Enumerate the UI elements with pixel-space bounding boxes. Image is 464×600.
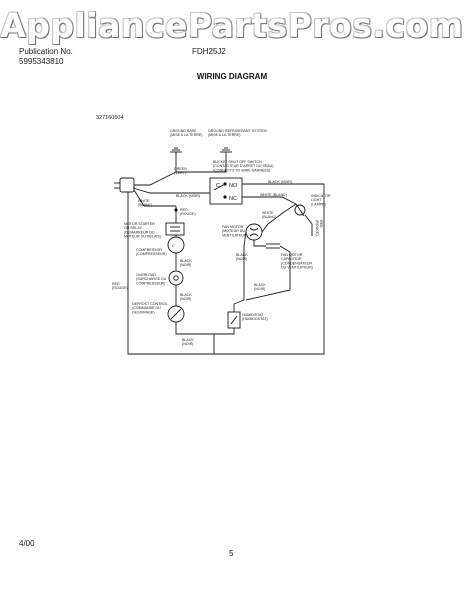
part-number: 327160504 xyxy=(96,115,124,121)
label-red-top: RED(ROUGE) xyxy=(180,208,196,216)
label-black-d: BLACK(NOIR) xyxy=(254,283,266,291)
wire-capacitor xyxy=(253,240,266,247)
label-green: GREEN(VERT) xyxy=(174,167,187,175)
wire-defrost-return xyxy=(175,322,215,340)
watermark-logo: AppliancePartsPros.com xyxy=(0,6,464,45)
motor-starter-relay xyxy=(165,222,185,236)
power-plug-icon xyxy=(114,177,135,193)
ground-refrigerant-symbol xyxy=(220,147,232,160)
label-black-a: BLACK(NOIR) xyxy=(180,259,192,267)
label-red-right: RED(ROUGE) xyxy=(315,220,323,236)
wire-indicator xyxy=(304,214,313,236)
wire-black-c xyxy=(233,231,247,305)
wire-white-left xyxy=(133,189,176,207)
label-black-c: BLACK(NOIR) xyxy=(236,253,248,261)
footer-date: 4/00 xyxy=(19,539,35,548)
humidistat-icon xyxy=(227,311,241,329)
defrost-control-icon xyxy=(167,305,185,323)
label-ground-base: GROUND BASE(MISE A LA TERRE) xyxy=(170,129,203,137)
label-black-b: BLACK(NOIR) xyxy=(180,293,192,301)
label-white-top: WHITE (BLANC) xyxy=(260,193,287,197)
wire-black-top xyxy=(213,183,325,355)
bucket-switch xyxy=(209,177,243,205)
fan-motor-capacitor-icon xyxy=(266,243,280,249)
indicator-light-icon xyxy=(294,203,306,217)
label-white-left: WHITE(BLANC) xyxy=(138,199,152,207)
label-black-top: BLACK (NOIR) xyxy=(268,180,292,184)
label-compressor: COMPRESSOR(COMPRESSEUR) xyxy=(136,248,167,256)
junction xyxy=(174,208,178,212)
wire-black-d xyxy=(245,245,291,301)
publication-number: 5995343810 xyxy=(19,57,64,66)
model-number: FDH25J2 xyxy=(192,47,226,56)
switch-nc: NC xyxy=(229,196,237,202)
page-title: WIRING DIAGRAM xyxy=(196,72,268,81)
publication-label: Publication No. xyxy=(19,47,73,56)
page-number: 5 xyxy=(229,549,234,558)
ground-base-symbol xyxy=(170,147,182,160)
label-white-mid: WHITE(BLANC) xyxy=(262,211,276,219)
label-humidistat: HUMIDISTAT(HUMIDOSTAT) xyxy=(242,313,268,321)
overload-icon xyxy=(168,270,184,286)
switch-no: NO xyxy=(229,183,238,189)
wire-ground-refrigerant xyxy=(176,160,227,173)
wire-white-top xyxy=(242,196,297,205)
label-bucket-switch: BUCKET SHUT OFF SWITCH(CONTACTEUR D'ARRE… xyxy=(213,160,273,172)
fan-motor-icon xyxy=(245,223,263,241)
compressor-icon: C xyxy=(167,236,185,254)
label-black-left: BLACK (NOIR) xyxy=(176,194,200,198)
wire-green xyxy=(133,160,177,186)
wire-black-plug xyxy=(132,187,210,194)
wire-humidistat-return xyxy=(214,328,235,335)
label-ground-refrigerant: GROUND REFRIGERANT SYSTEM(MISE A LA TERR… xyxy=(208,129,266,137)
switch-c: C xyxy=(216,183,220,189)
svg-text:C: C xyxy=(172,244,175,248)
label-black-e: BLACK(NOIR) xyxy=(182,338,194,346)
wire-left-return xyxy=(127,192,214,355)
label-red-left: RED(ROUGE) xyxy=(112,282,128,290)
wire-white-mid xyxy=(261,203,297,233)
